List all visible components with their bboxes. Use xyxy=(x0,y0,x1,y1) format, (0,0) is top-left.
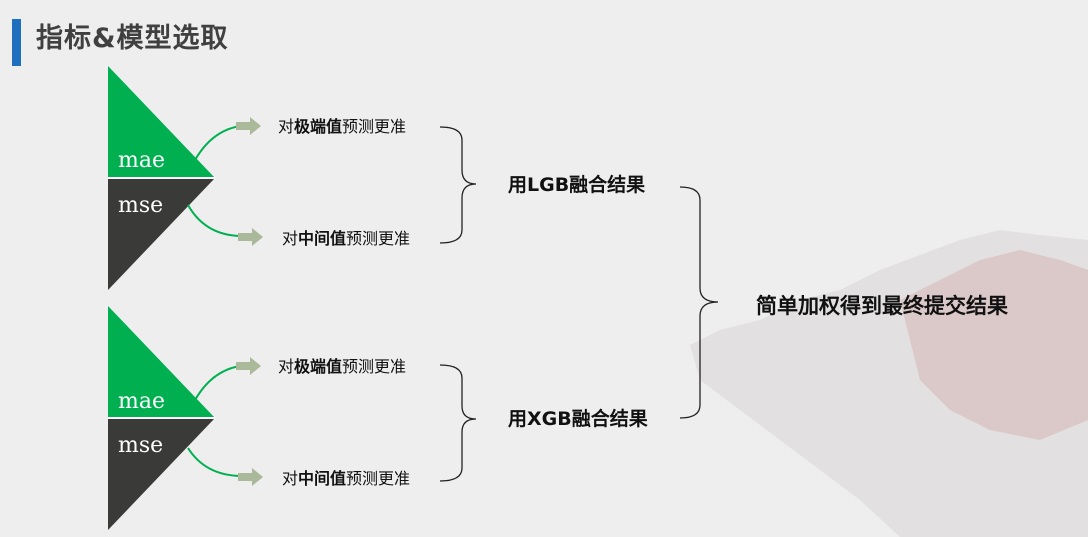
note-extreme-values: 对极端值预测更准 xyxy=(278,357,407,376)
dark-triangle-2 xyxy=(108,418,215,530)
note-extreme-values: 对极端值预测更准 xyxy=(278,117,407,136)
arrow-right-icon xyxy=(238,468,263,486)
bracket-1 xyxy=(439,126,477,244)
mae-label: mae xyxy=(118,389,165,414)
mse-label: mse xyxy=(118,433,164,458)
green-triangle-1 xyxy=(108,66,215,178)
arrow-right-icon xyxy=(236,117,261,135)
lgb-fusion-result: 用LGB融合结果 xyxy=(508,174,646,196)
curve-down-1 xyxy=(187,204,241,237)
xgb-fusion-result: 用XGB融合结果 xyxy=(508,408,648,430)
curve-down-2 xyxy=(187,447,241,477)
final-result: 简单加权得到最终提交结果 xyxy=(756,294,1008,318)
note-middle-values: 对中间值预测更准 xyxy=(282,469,411,488)
title-accent-bar xyxy=(12,19,21,66)
mae-label: mae xyxy=(118,148,165,173)
bracket-2 xyxy=(439,364,477,482)
page-title: 指标&模型选取 xyxy=(36,23,229,54)
mse-label: mse xyxy=(118,193,164,218)
arrow-icons xyxy=(236,117,263,486)
bracket-final xyxy=(679,186,719,419)
arrow-right-icon xyxy=(238,228,263,246)
note-middle-values: 对中间值预测更准 xyxy=(282,229,411,248)
curve-up-2 xyxy=(187,365,241,416)
arrow-right-icon xyxy=(236,357,261,375)
curve-up-1 xyxy=(187,125,241,176)
green-triangle-2 xyxy=(108,306,215,418)
